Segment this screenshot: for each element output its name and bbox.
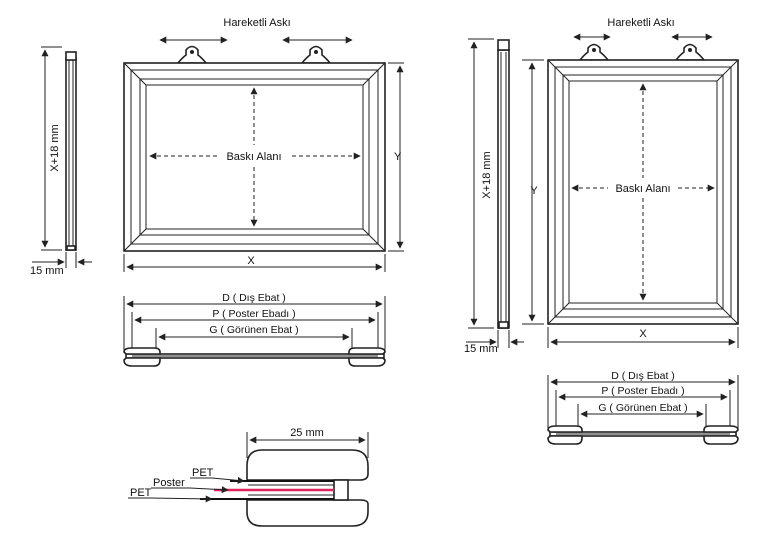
right-x-label: X [639,328,647,340]
left-hangers: Hareketli Askı [159,17,353,64]
right-hanger-label: Hareketli Askı [607,17,674,29]
left-print-area-label: Baskı Alanı [226,151,281,163]
left-side-height-label: X+18 mm [49,124,61,171]
profile-lower-body [246,499,369,527]
profile-detail: 25 mm PET Poster PET [128,427,369,527]
right-front-frame [547,59,739,325]
profile-width-label: 25 mm [290,427,324,439]
left-poster-dim-label: P ( Poster Ebadı ) [212,308,295,320]
right-print-area-label: Baskı Alanı [615,183,670,195]
right-y-label: Y [530,185,538,197]
right-side-depth-label: 15 mm [464,343,498,355]
left-outer-dim-label: D ( Dış Ebat ) [222,292,286,304]
left-y-dimension: Y [388,62,404,252]
layer-label-pet-bottom: PET [130,487,152,499]
profile-upper-body [246,449,369,490]
left-side-depth-label: 15 mm [30,265,64,277]
right-print-area: Baskı Alanı [571,83,715,301]
left-side-profile [65,51,77,251]
right-outer-dim-label: D ( Dış Ebat ) [611,370,675,382]
right-side-height-dimension: X+18 mm [468,38,494,329]
profile-width-dimension: 25 mm [246,427,369,458]
right-x-dimension: X [547,327,739,348]
profile-channel [333,479,349,501]
right-side-depth-dimension: 15 mm [464,330,524,355]
layer-label-pet-top: PET [192,467,214,479]
right-y-dimension: Y [522,59,544,325]
right-side-height-label: X+18 mm [481,151,493,198]
left-side-height-dimension: X+18 mm [41,46,62,251]
left-y-label: Y [394,151,402,163]
left-print-area: Baskı Alanı [149,87,361,227]
right-poster-dim-label: P ( Poster Ebadı ) [601,385,684,397]
left-bottom-section: D ( Dış Ebat ) P ( Poster Ebadı ) G ( Gö… [123,292,386,367]
right-hangers: Hareketli Askı [573,17,713,61]
right-visible-dim-label: G ( Görünen Ebat ) [598,402,687,414]
left-visible-dim-label: G ( Görünen Ebat ) [209,324,298,336]
layer-label-poster: Poster [153,477,185,489]
left-side-depth-dimension: 15 mm [30,252,92,277]
right-side-profile [497,39,510,329]
left-hanger-label: Hareketli Askı [223,17,290,29]
layer-labels: PET Poster PET [128,467,245,503]
left-x-dimension: X [123,254,386,272]
left-x-label: X [247,255,255,267]
right-bottom-section: D ( Dış Ebat ) P ( Poster Ebadı ) G ( Gö… [547,370,739,445]
left-view: X+18 mm 15 mm Hareketli Askı [30,17,404,367]
right-view: X+18 mm 15 mm Hareketli Askı [464,17,739,445]
